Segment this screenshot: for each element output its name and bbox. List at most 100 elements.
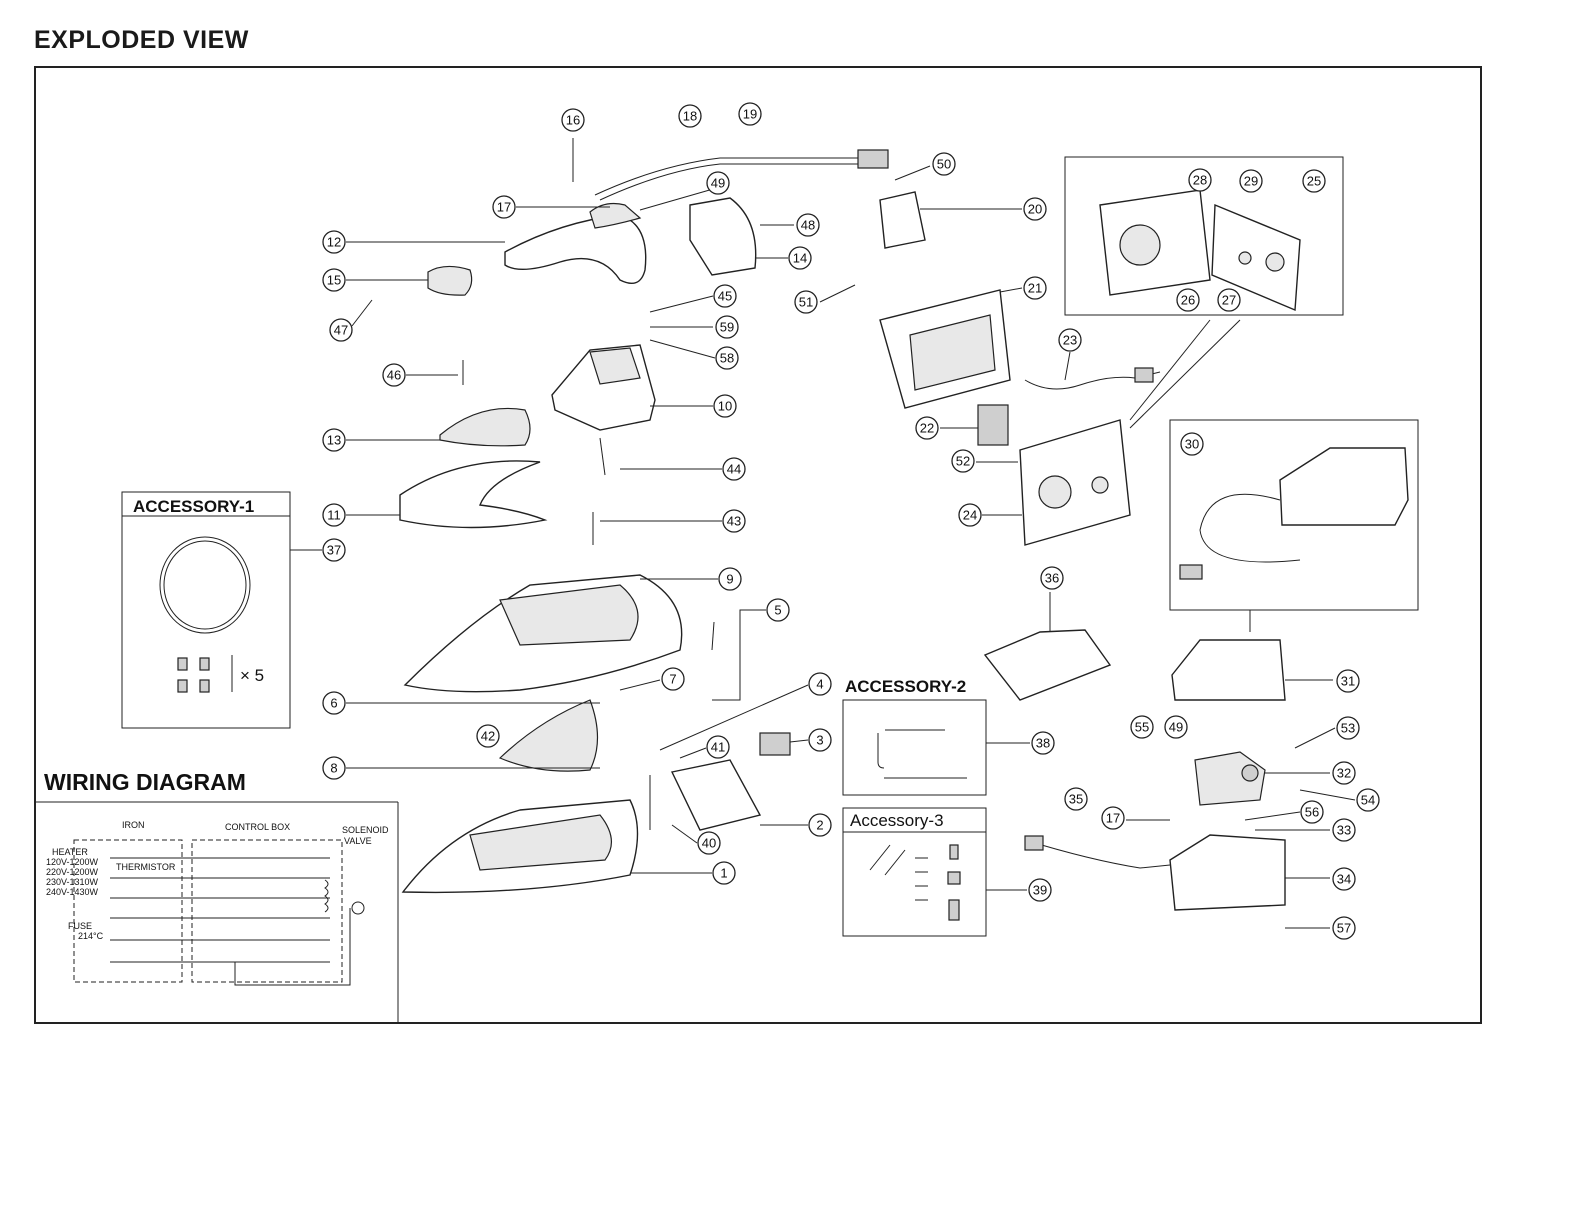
svg-text:2: 2 — [816, 818, 823, 833]
callout-55: 55 — [1130, 715, 1154, 739]
callout-30: 30 — [1180, 432, 1204, 456]
svg-text:5: 5 — [774, 603, 781, 618]
wiring-solenoid-label: SOLENOID — [342, 825, 389, 835]
callout-51: 51 — [794, 290, 818, 314]
callout-16: 16 — [561, 108, 585, 132]
svg-text:27: 27 — [1222, 293, 1236, 308]
svg-text:44: 44 — [727, 462, 741, 477]
leader-lines — [290, 138, 1356, 929]
callout-19: 19 — [738, 102, 762, 126]
svg-text:52: 52 — [956, 454, 970, 469]
wiring-iron-label: IRON — [122, 820, 145, 830]
svg-text:38: 38 — [1036, 736, 1050, 751]
callout-3: 3 — [808, 728, 832, 752]
page-title: EXPLODED VIEW — [34, 26, 249, 54]
callout-9: 9 — [718, 567, 742, 591]
heater-rating-2: 220V-1200W — [46, 867, 99, 877]
callout-46: 46 — [382, 363, 406, 387]
callouts: 1 2 3 4 5 6 7 8 9 10 11 12 13 14 15 16 1… — [322, 102, 1380, 940]
callout-31: 31 — [1336, 669, 1360, 693]
accessory-3-title: Accessory-3 — [850, 811, 944, 830]
callout-40: 40 — [697, 831, 721, 855]
svg-text:19: 19 — [743, 107, 757, 122]
pump-assembly — [1024, 751, 1286, 911]
svg-text:11: 11 — [327, 508, 341, 523]
svg-text:48: 48 — [801, 218, 815, 233]
heat-shield — [439, 407, 531, 447]
heater-rating-3: 230V-1310W — [46, 877, 99, 887]
callout-52: 52 — [951, 449, 975, 473]
callout-26: 26 — [1176, 288, 1200, 312]
svg-text:49: 49 — [711, 176, 725, 191]
solenoid-coil — [324, 879, 329, 913]
base-stand — [983, 629, 1112, 701]
diagram-frame — [34, 66, 1482, 1024]
svg-text:15: 15 — [327, 273, 341, 288]
svg-text:53: 53 — [1341, 721, 1355, 736]
svg-text:1: 1 — [720, 866, 727, 881]
power-cable — [1024, 371, 1161, 390]
rear-bracket — [689, 197, 757, 276]
svg-text:25: 25 — [1307, 174, 1321, 189]
callout-56: 56 — [1300, 800, 1324, 824]
svg-text:51: 51 — [799, 295, 813, 310]
svg-text:58: 58 — [720, 351, 734, 366]
accessory-2-title: ACCESSORY-2 — [845, 677, 966, 696]
iron-assembly — [399, 149, 889, 894]
accessory-1-title: ACCESSORY-1 — [133, 497, 254, 516]
callout-53: 53 — [1336, 716, 1360, 740]
svg-text:55: 55 — [1135, 720, 1149, 735]
callout-21: 21 — [1023, 276, 1047, 300]
accessory-2-box — [842, 699, 987, 796]
callout-15: 15 — [322, 268, 346, 292]
svg-text:45: 45 — [718, 289, 732, 304]
svg-text:40: 40 — [702, 836, 716, 851]
callout-39: 39 — [1028, 878, 1052, 902]
wiring-thermistor-label: THERMISTOR — [116, 862, 176, 872]
svg-text:12: 12 — [327, 235, 341, 250]
handle — [504, 214, 647, 284]
callout-13: 13 — [322, 428, 346, 452]
svg-text:14: 14 — [793, 251, 807, 266]
power-cord — [594, 157, 860, 196]
callout-22: 22 — [915, 416, 939, 440]
svg-text:35: 35 — [1069, 792, 1083, 807]
wiring-diagram-title: WIRING DIAGRAM — [44, 769, 246, 795]
svg-text:13: 13 — [327, 433, 341, 448]
callout-38: 38 — [1031, 731, 1055, 755]
callout-25: 25 — [1302, 169, 1326, 193]
callout-17a: 17 — [492, 195, 516, 219]
callout-7: 7 — [661, 667, 685, 691]
valve-fitting — [759, 732, 791, 756]
callout-57: 57 — [1332, 916, 1356, 940]
insulation-plate — [399, 460, 548, 529]
callout-23: 23 — [1058, 328, 1082, 352]
callout-11: 11 — [322, 503, 346, 527]
handle-grip — [589, 202, 642, 229]
callout-58: 58 — [715, 346, 739, 370]
callout-2: 2 — [808, 813, 832, 837]
relay — [977, 404, 1009, 446]
svg-text:33: 33 — [1337, 823, 1351, 838]
callout-37: 37 — [322, 538, 346, 562]
svg-text:42: 42 — [481, 729, 495, 744]
svg-text:24: 24 — [963, 508, 977, 523]
svg-text:10: 10 — [718, 399, 732, 414]
svg-text:49: 49 — [1169, 720, 1183, 735]
svg-text:57: 57 — [1337, 921, 1351, 936]
callout-49b: 49 — [1164, 715, 1188, 739]
callout-41: 41 — [706, 735, 730, 759]
callout-6: 6 — [322, 691, 346, 715]
ac-source — [351, 901, 365, 915]
svg-text:16: 16 — [566, 113, 580, 128]
callout-32: 32 — [1332, 761, 1356, 785]
callout-1: 1 — [712, 861, 736, 885]
svg-text:30: 30 — [1185, 437, 1199, 452]
wiring-control-box-label: CONTROL BOX — [225, 822, 290, 832]
svg-text:43: 43 — [727, 514, 741, 529]
side-cover — [427, 265, 473, 296]
callout-59: 59 — [715, 315, 739, 339]
svg-text:7: 7 — [669, 672, 676, 687]
hose-coil — [159, 536, 251, 634]
callout-17b: 17 — [1101, 806, 1125, 830]
